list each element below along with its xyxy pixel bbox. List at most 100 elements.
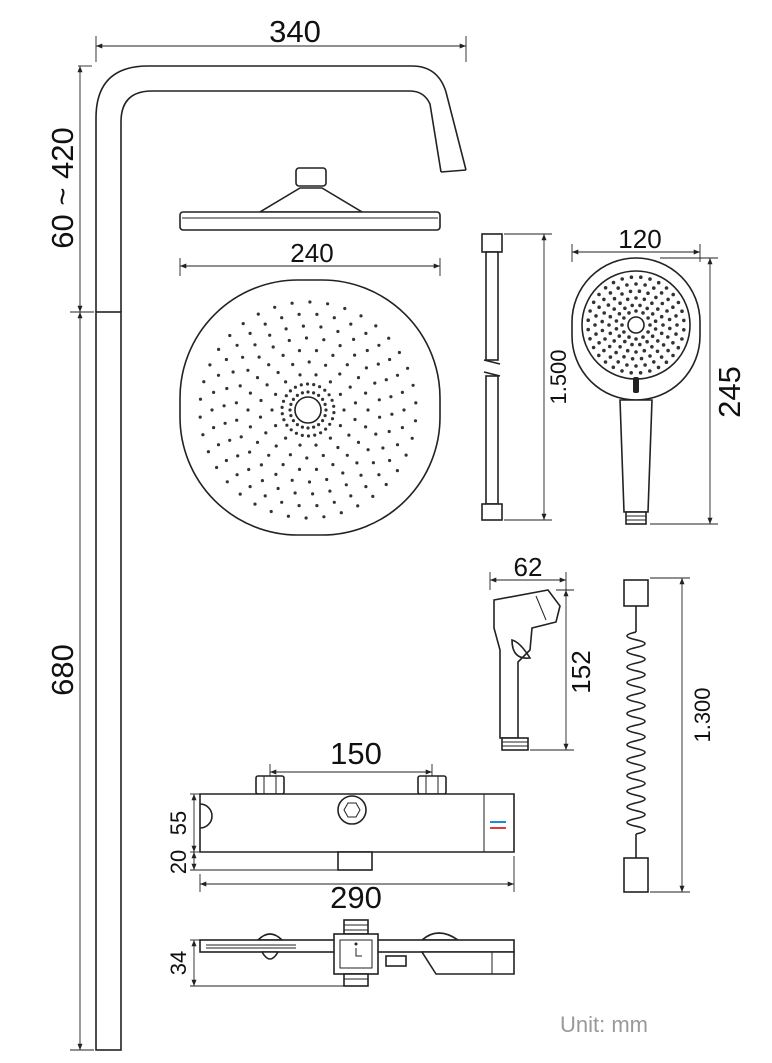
arm-width-label: 340 — [269, 14, 321, 49]
nozzle-dot — [291, 362, 295, 367]
head-shower-side-view — [179, 167, 441, 231]
coil-hose-length-label: 1.300 — [690, 687, 715, 742]
nozzle-dot — [255, 376, 260, 380]
nozzle-dot — [338, 392, 342, 396]
nozzle-dot — [608, 355, 613, 359]
nozzle-dot — [305, 382, 310, 386]
nozzle-dot — [612, 307, 616, 311]
nozzle-dot — [259, 398, 263, 403]
nozzle-dot — [612, 339, 616, 343]
nozzle-dot — [674, 332, 678, 336]
nozzle-dot — [642, 348, 647, 353]
nozzle-dot — [377, 343, 381, 347]
nozzle-dot — [625, 348, 630, 353]
nozzle-dot — [312, 391, 316, 395]
nozzle-dot — [389, 395, 393, 399]
nozzle-dot — [288, 453, 292, 457]
nozzle-dot — [328, 422, 332, 426]
nozzle-dot — [206, 450, 210, 454]
nozzle-dot — [650, 312, 655, 316]
nozzle-dot — [300, 425, 304, 429]
nozzle-dot — [288, 389, 292, 393]
nozzle-dot — [630, 357, 635, 361]
nozzle-dot — [238, 492, 242, 496]
nozzle-dot — [594, 332, 598, 336]
nozzle-dot — [328, 436, 332, 440]
nozzle-dot — [241, 322, 245, 326]
nozzle-dot — [324, 363, 328, 367]
nozzle-dot — [241, 355, 245, 359]
nozzle-dot — [253, 343, 257, 347]
nozzle-dot — [314, 349, 319, 353]
nozzle-dot — [217, 347, 221, 351]
nozzle-dot — [246, 408, 250, 412]
nozzle-dot — [390, 412, 394, 416]
nozzle-dot — [671, 292, 675, 297]
nozzle-dot — [332, 316, 336, 320]
nozzle-dot — [603, 286, 608, 290]
nozzle-dot — [291, 419, 295, 423]
nozzle-dot — [641, 335, 645, 339]
nozzle-dot — [404, 453, 408, 457]
nozzle-dot — [305, 456, 309, 460]
nozzle-dot — [387, 429, 391, 434]
nozzle-dot — [659, 314, 664, 319]
nozzle-dot — [617, 312, 622, 316]
nozzle-dot — [248, 391, 252, 395]
nozzle-dot — [668, 326, 672, 331]
nozzle-dot — [322, 515, 326, 519]
nozzle-dot — [332, 500, 336, 504]
nozzle-dot — [315, 504, 319, 508]
nozzle-dot — [625, 283, 629, 287]
nozzle-dot — [248, 450, 252, 454]
nozzle-dot — [614, 350, 618, 355]
nozzle-dot — [627, 335, 631, 339]
nozzle-dot — [388, 357, 392, 362]
nozzle-dot — [600, 328, 605, 333]
nozzle-dot — [282, 418, 286, 422]
nozzle-dot — [276, 370, 280, 375]
nozzle-dot — [622, 355, 626, 359]
nozzle-dot — [371, 494, 375, 498]
nozzle-dot — [653, 327, 658, 331]
nozzle-dot — [588, 337, 592, 341]
nozzle-dot — [298, 373, 302, 377]
nozzle-dot — [198, 415, 202, 419]
nozzle-dot — [317, 393, 321, 397]
riser-height-label: 680 — [45, 644, 80, 696]
nozzle-dot — [371, 461, 375, 465]
nozzle-dot — [319, 325, 323, 329]
nozzle-dot — [676, 300, 681, 305]
nozzle-dot — [235, 418, 239, 422]
nozzle-dot — [297, 467, 302, 471]
nozzle-dot — [667, 317, 672, 322]
mixer-front-view: 150 55 20 290 — [166, 736, 515, 915]
nozzle-dot — [630, 303, 634, 308]
nozzle-dot — [259, 463, 263, 467]
nozzle-dot — [638, 342, 642, 347]
nozzle-dot — [332, 411, 336, 415]
nozzle-dot — [255, 440, 260, 444]
nozzle-dot — [384, 378, 388, 382]
nozzle-dot — [318, 385, 322, 389]
nozzle-dot — [656, 307, 660, 311]
nozzle-dot — [258, 415, 263, 419]
nozzle-dot — [597, 305, 601, 310]
nozzle-dot — [645, 339, 649, 344]
nozzle-dot — [315, 312, 319, 316]
nozzle-dot — [297, 504, 301, 508]
nozzle-dot — [202, 380, 206, 384]
coil-hose: 1.300 — [623, 577, 715, 893]
nozzle-dot — [353, 417, 357, 422]
nozzle-dot — [671, 341, 675, 345]
nozzle-dot — [324, 408, 328, 412]
nozzle-dot — [629, 275, 634, 280]
nozzle-dot — [364, 485, 368, 489]
nozzle-dot — [347, 433, 351, 437]
nozzle-dot — [634, 337, 638, 341]
nozzle-dot — [617, 334, 622, 338]
nozzle-dot — [284, 394, 288, 398]
nozzle-dot — [639, 275, 643, 280]
nozzle-dot — [274, 472, 278, 476]
nozzle-dot — [597, 353, 601, 358]
